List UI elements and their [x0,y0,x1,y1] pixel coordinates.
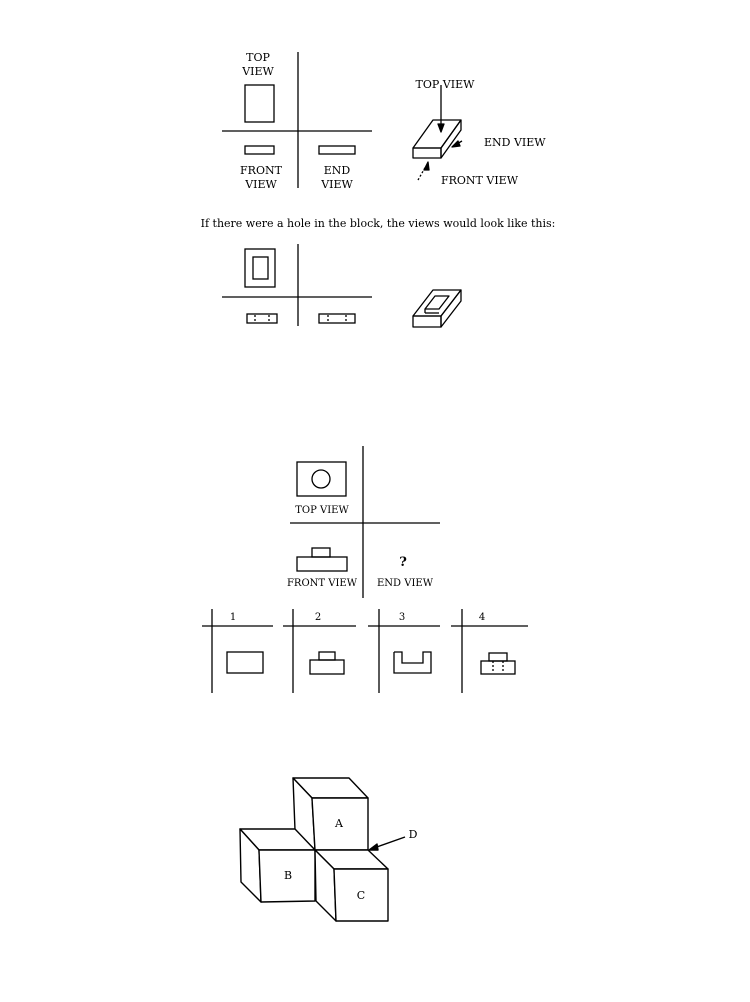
question-mark: ? [399,555,407,570]
question-front-view-label: FRONT VIEW [287,578,358,589]
option3-shape [393,651,432,674]
cube-c [314,849,389,922]
front-view-label-line1: FRONT [240,164,283,177]
question-front-view-base [296,556,348,572]
pointer-d-label: D [409,828,418,841]
option3-number: 3 [399,612,405,623]
hole-block-views [222,244,372,326]
answer-option-4[interactable] [451,609,528,693]
answer-option-1[interactable] [202,609,273,693]
hole-block-end-face [440,289,462,328]
cube-b [239,828,316,903]
hole-top-view-outer [244,248,276,288]
pointer-d-line [373,836,406,849]
isometric-hole-block [412,289,462,328]
cube-c-front [333,868,389,922]
cube-b-front [258,849,316,903]
question-top-view-circle [311,469,331,489]
option4-boss [488,652,508,662]
cube-c-label: C [357,889,365,902]
question-front-view-boss [311,547,331,558]
front-view-label-line2: VIEW [244,178,277,191]
top-view-rectangle [244,84,275,123]
hole-front-view-rectangle [246,313,278,324]
top-view-label-line2: VIEW [241,65,274,78]
end-view-rectangle [318,145,356,155]
front-view-rectangle [244,145,275,155]
question-top-view-label: TOP VIEW [295,505,349,516]
block-end-face [440,119,462,159]
isometric-block [412,85,463,181]
cube-arrangement [239,777,406,922]
answer-option-2[interactable] [283,609,356,693]
end-view-arrowhead [451,140,461,148]
block-front-face [412,147,442,159]
option1-number: 1 [230,612,236,623]
answer-option-3[interactable] [368,609,440,693]
question-top-view-rectangle [296,461,347,497]
top-view-arrowhead [437,123,445,133]
block-top-face [412,119,462,149]
end-view-label-line1: END [324,164,351,177]
question-end-view-label: END VIEW [377,578,434,589]
answer-choices [202,609,528,693]
top-view-label-line1: TOP [246,51,270,64]
option1-shape [226,651,264,674]
cube-b-label: B [284,869,292,882]
iso-end-view-label: END VIEW [484,136,546,149]
front-view-arrowhead [423,161,430,171]
hole-top-view-inner [252,256,269,280]
hole-block-front-face [412,315,442,328]
option4-base [480,660,516,675]
pointer-d-arrowhead [368,843,379,851]
option2-boss [318,651,336,661]
hole-opening [424,295,450,310]
iso-front-view-label: FRONT VIEW [441,174,519,187]
option4-number: 4 [479,612,485,623]
end-view-label-line2: VIEW [320,178,353,191]
hole-block-top-face [412,289,462,317]
option2-base [309,659,345,675]
example-block-views [222,52,372,188]
question-views [290,446,440,598]
hole-end-view-rectangle [318,313,356,324]
hole-caption: If there were a hole in the block, the v… [201,217,556,230]
option2-number: 2 [315,612,321,623]
cube-a-label: A [334,817,344,830]
iso-top-view-label: TOP VIEW [416,78,476,91]
